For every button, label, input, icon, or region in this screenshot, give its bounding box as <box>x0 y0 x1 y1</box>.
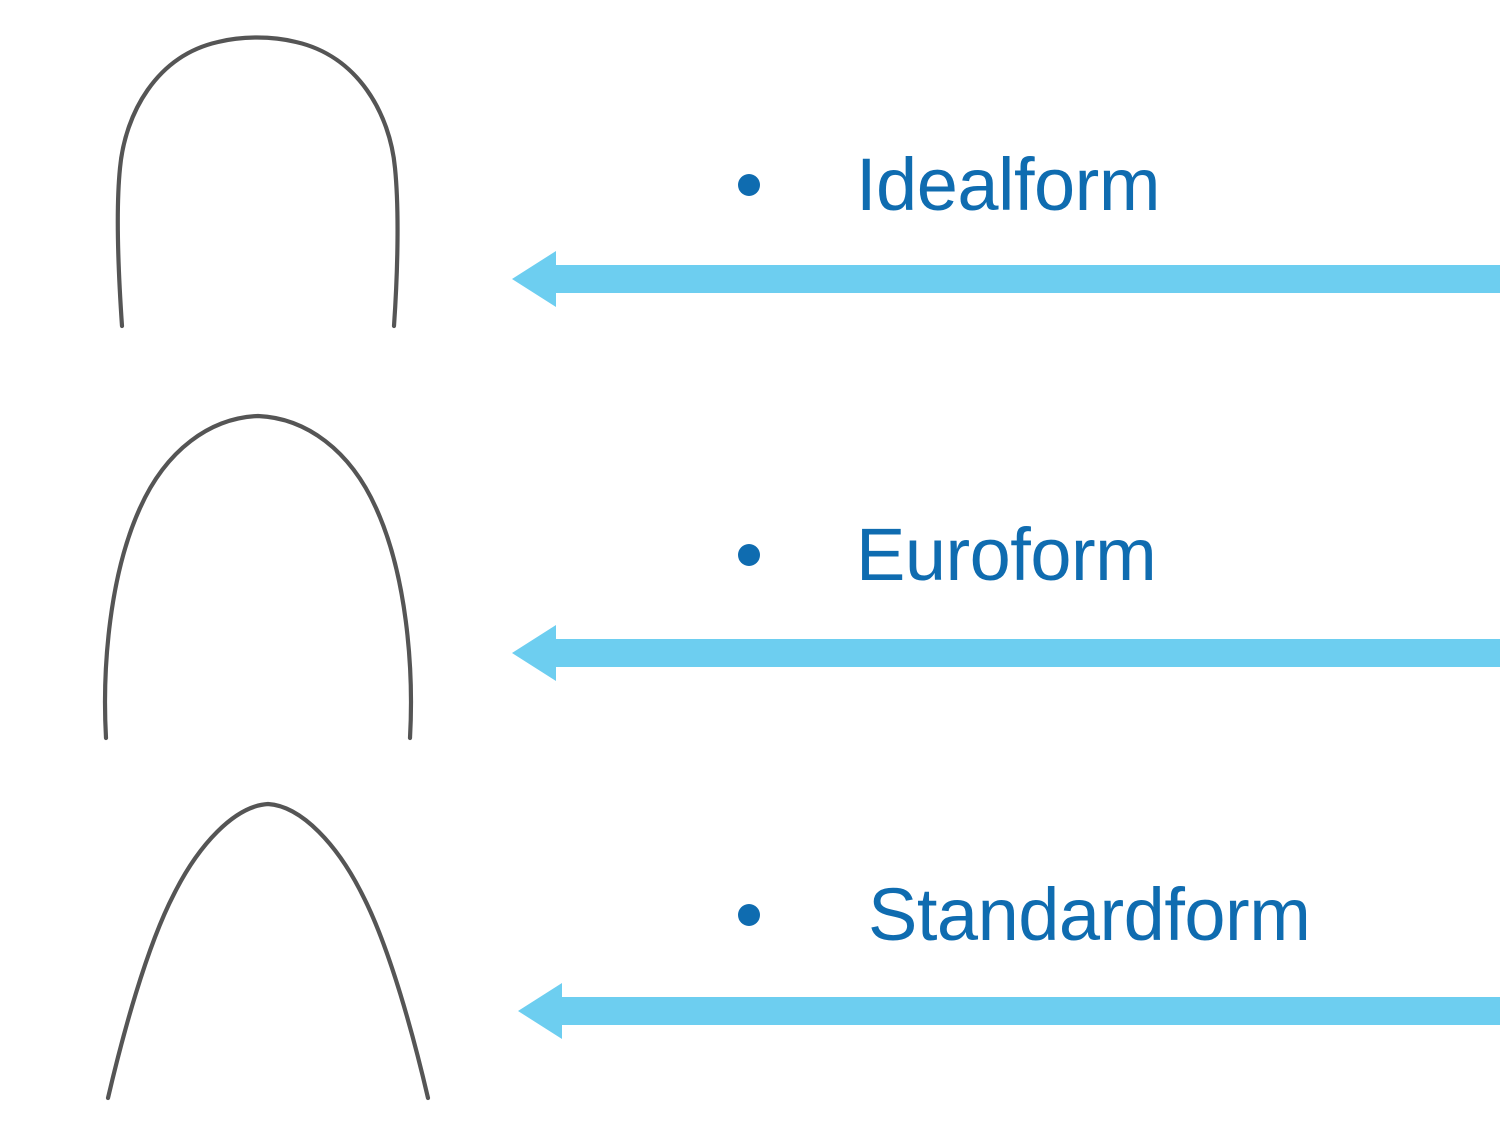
archwire-euroform-svg <box>102 413 414 741</box>
bullet-label-standardform: Standardform <box>868 873 1311 956</box>
bullet-item-euroform: Euroform <box>738 513 1157 596</box>
bullet-dot-icon <box>738 544 760 566</box>
archwire-standardform-svg <box>105 801 431 1101</box>
archwire-euroform-path <box>102 413 414 741</box>
arrow-to-euroform <box>0 622 1500 684</box>
archwire-idealform-svg <box>115 35 400 329</box>
bullet-item-idealform: Idealform <box>738 148 1160 222</box>
arrow-to-standardform-svg <box>518 983 1500 1039</box>
bullet-dot-icon <box>738 904 760 926</box>
arrow-to-idealform-svg <box>512 251 1500 307</box>
archwire-diagram-euroform <box>88 398 428 746</box>
bullet-dot-icon <box>738 174 760 196</box>
arrow-to-euroform-svg <box>512 625 1500 681</box>
bullet-label-euroform: Euroform <box>856 513 1157 596</box>
arrow-left-shape <box>512 251 1500 307</box>
bullet-item-standardform: Standardform <box>738 873 1311 956</box>
arrow-to-idealform <box>0 248 1500 310</box>
archwire-diagram-idealform <box>100 18 430 338</box>
archwire-idealform-path <box>115 35 400 329</box>
bullet-label-idealform: Idealform <box>856 143 1160 226</box>
archwire-diagram-standardform <box>88 788 448 1108</box>
archwire-standardform-path <box>105 801 431 1101</box>
arrow-left-shape <box>512 625 1500 681</box>
arrow-left-shape <box>518 983 1500 1039</box>
arrow-to-standardform <box>0 980 1500 1042</box>
